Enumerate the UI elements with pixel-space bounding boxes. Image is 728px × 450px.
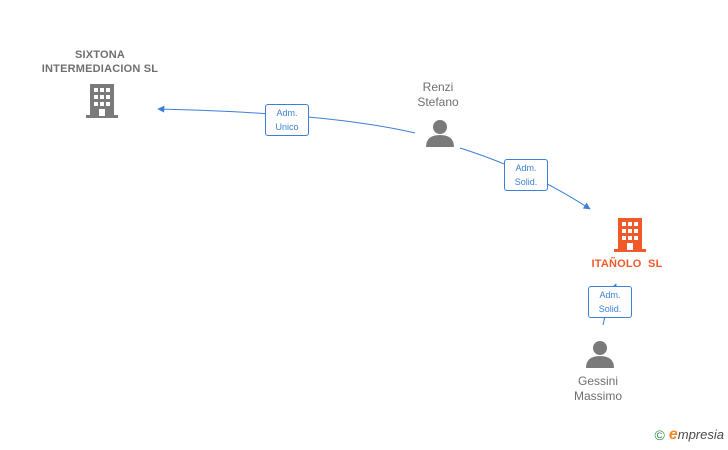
- person-label-gessini[interactable]: Gessini Massimo: [558, 374, 638, 404]
- edge-label-gessini-itanolo[interactable]: Adm. Solid.: [588, 286, 632, 318]
- company-name-line2: INTERMEDIACION SL: [41, 63, 159, 75]
- company-label-sixtona[interactable]: SIXTONA INTERMEDIACION SL: [30, 48, 170, 76]
- edge-label-line1: Adm.: [276, 108, 298, 118]
- person-name-line1: Gessini: [577, 374, 618, 388]
- edge-label-line2: Solid.: [598, 304, 622, 314]
- person-name-line2: Massimo: [573, 389, 622, 403]
- building-icon[interactable]: [86, 84, 118, 118]
- person-name-line1: Renzi: [422, 80, 454, 94]
- brand-e: e: [668, 426, 678, 443]
- person-icon[interactable]: [586, 341, 614, 368]
- edge-label-line1: Adm.: [599, 290, 621, 300]
- company-label-itanolo[interactable]: ITAÑOLO SL: [591, 258, 663, 270]
- edge-label-line2: Unico: [275, 122, 299, 132]
- person-icon[interactable]: [426, 120, 454, 147]
- person-name-line2: Stefano: [417, 95, 459, 109]
- edge-label-line1: Adm.: [515, 163, 537, 173]
- brand-rest: mpresia: [677, 427, 724, 442]
- person-label-renzi[interactable]: Renzi Stefano: [398, 80, 478, 110]
- edge-label-renzi-sixtona[interactable]: Adm. Unico: [265, 104, 309, 136]
- company-name-line1: SIXTONA: [74, 49, 126, 61]
- copyright-icon: ©: [654, 427, 665, 443]
- building-icon[interactable]: [614, 218, 646, 252]
- edge-label-line2: Solid.: [514, 177, 538, 187]
- edge-label-renzi-itanolo[interactable]: Adm. Solid.: [504, 159, 548, 191]
- brand-logo: © empresia: [655, 426, 724, 444]
